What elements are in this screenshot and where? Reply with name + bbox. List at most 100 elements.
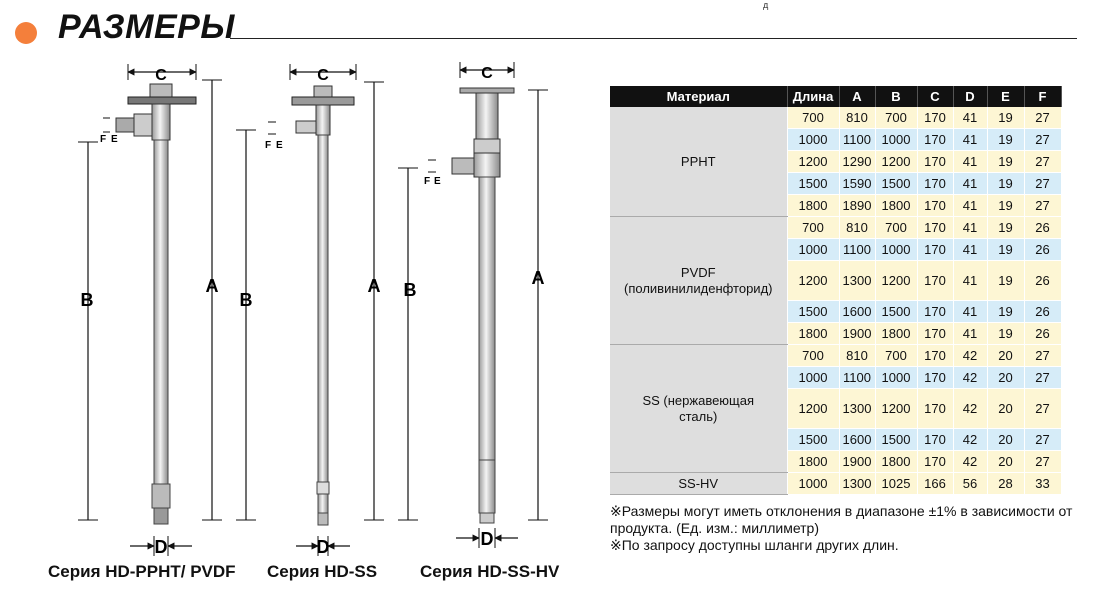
value-cell: 170 <box>917 300 954 323</box>
value-cell: 42 <box>953 428 988 451</box>
value-cell: 41 <box>953 216 988 239</box>
value-cell: 41 <box>953 150 988 173</box>
header-f: F <box>1024 86 1062 107</box>
value-cell: 700 <box>875 107 918 129</box>
value-cell: 20 <box>987 344 1025 367</box>
value-cell: 26 <box>1024 216 1062 239</box>
value-cell: 1000 <box>787 472 840 495</box>
header-material: Материал <box>610 86 788 107</box>
dim-b-label: B <box>240 290 253 310</box>
top-edge-mark: д <box>763 0 769 10</box>
value-cell: 19 <box>987 260 1025 301</box>
value-cell: 33 <box>1024 472 1062 495</box>
dim-d-label: D <box>317 537 330 557</box>
value-cell: 170 <box>917 128 954 151</box>
value-cell: 1600 <box>839 300 876 323</box>
dim-d-label: D <box>155 537 168 557</box>
header-b: B <box>875 86 918 107</box>
value-cell: 27 <box>1024 366 1062 389</box>
caption-hd-ss: Серия HD-SS <box>267 562 378 581</box>
pump-hd-ss-hv-drawing: C B A F E D <box>398 62 548 549</box>
dim-b-label: B <box>81 290 94 310</box>
value-cell: 27 <box>1024 194 1062 217</box>
value-cell: 42 <box>953 388 988 429</box>
value-cell: 170 <box>917 150 954 173</box>
value-cell: 1800 <box>787 450 840 473</box>
value-cell: 1500 <box>875 172 918 195</box>
value-cell: 41 <box>953 322 988 345</box>
value-cell: 170 <box>917 238 954 261</box>
value-cell: 170 <box>917 366 954 389</box>
value-cell: 26 <box>1024 322 1062 345</box>
header-c: C <box>917 86 954 107</box>
value-cell: 41 <box>953 107 988 129</box>
dim-e-label: E <box>111 134 118 145</box>
value-cell: 1590 <box>839 172 876 195</box>
value-cell: 1290 <box>839 150 876 173</box>
value-cell: 42 <box>953 344 988 367</box>
value-cell: 170 <box>917 450 954 473</box>
value-cell: 27 <box>1024 428 1062 451</box>
value-cell: 28 <box>987 472 1025 495</box>
value-cell: 700 <box>875 344 918 367</box>
value-cell: 1200 <box>787 388 840 429</box>
value-cell: 41 <box>953 238 988 261</box>
value-cell: 1025 <box>875 472 918 495</box>
value-cell: 27 <box>1024 107 1062 129</box>
header-a: A <box>839 86 876 107</box>
pump-hd-ss-drawing: C B A F E D <box>236 64 384 557</box>
value-cell: 166 <box>917 472 954 495</box>
value-cell: 26 <box>1024 300 1062 323</box>
caption-hd-ss-hv: Серия HD-SS-HV <box>420 562 560 581</box>
dim-c-label: C <box>317 67 329 84</box>
value-cell: 27 <box>1024 388 1062 429</box>
value-cell: 1300 <box>839 472 876 495</box>
value-cell: 170 <box>917 322 954 345</box>
notes: ※Размеры могут иметь отклонения в диапаз… <box>610 503 1080 554</box>
dim-a-label: A <box>368 276 381 296</box>
material-name-line: SS (нержавеющая <box>642 392 755 408</box>
value-cell: 1200 <box>875 260 918 301</box>
value-cell: 27 <box>1024 172 1062 195</box>
table-header-row: Материал Длина A B C D E F <box>610 86 1062 107</box>
value-cell: 1000 <box>875 366 918 389</box>
value-cell: 170 <box>917 260 954 301</box>
value-cell: 1900 <box>839 450 876 473</box>
value-cell: 19 <box>987 322 1025 345</box>
value-cell: 1200 <box>787 150 840 173</box>
value-cell: 700 <box>787 216 840 239</box>
dim-b-label: B <box>404 280 417 300</box>
value-cell: 26 <box>1024 238 1062 261</box>
value-cell: 19 <box>987 216 1025 239</box>
value-cell: 27 <box>1024 450 1062 473</box>
header-d: D <box>953 86 988 107</box>
value-cell: 27 <box>1024 128 1062 151</box>
value-cell: 1800 <box>875 194 918 217</box>
value-cell: 810 <box>839 216 876 239</box>
value-cell: 19 <box>987 128 1025 151</box>
value-cell: 20 <box>987 366 1025 389</box>
value-cell: 810 <box>839 107 876 129</box>
dim-d-label: D <box>481 529 494 549</box>
value-cell: 1200 <box>787 260 840 301</box>
value-cell: 1000 <box>875 238 918 261</box>
value-cell: 1800 <box>787 194 840 217</box>
dim-f-label: F <box>100 134 106 145</box>
material-name-line: PPHT <box>680 153 716 169</box>
value-cell: 1900 <box>839 322 876 345</box>
header-length: Длина <box>787 86 840 107</box>
value-cell: 1890 <box>839 194 876 217</box>
pump-hd-ppht-pvdf-drawing: C B A F E D <box>78 64 222 557</box>
value-cell: 1000 <box>875 128 918 151</box>
dim-f-label: F <box>424 176 430 187</box>
value-cell: 1300 <box>839 388 876 429</box>
